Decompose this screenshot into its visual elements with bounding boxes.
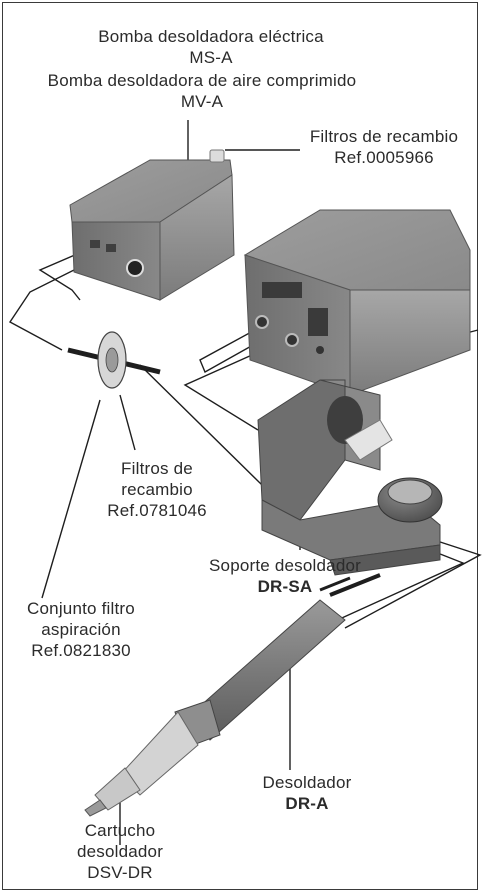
label-stand: Soporte desoldador DR-SA: [172, 555, 398, 597]
label-cartridge-line2: desoldador: [76, 842, 164, 861]
desoldering-stand: [257, 379, 443, 576]
desoldering-pump-unit: [69, 149, 235, 301]
label-filter-set: Conjunto filtro aspiración Ref.0821830: [6, 598, 156, 661]
label-filter-set-line1: Conjunto filtro: [27, 599, 135, 618]
label-desoldering-iron-model: DR-A: [285, 794, 329, 813]
label-cartridge: Cartucho desoldador DSV-DR: [58, 820, 182, 883]
control-station-unit: [243, 209, 471, 396]
label-air-pump-name: Bomba desoldadora de aire comprimido: [47, 71, 357, 90]
label-desoldering-iron: Desoldador DR-A: [242, 772, 372, 814]
label-filter-set-ref: Ref.0821830: [31, 641, 131, 660]
label-filter-set-line2: aspiración: [41, 620, 121, 639]
label-inline-filters-line2: recambio: [121, 480, 193, 499]
label-electric-pump-name: Bomba desoldadora eléctrica: [98, 27, 324, 46]
label-inline-filters-line1: Filtros de: [121, 459, 193, 478]
label-inline-filters: Filtros de recambio Ref.0781046: [92, 458, 222, 521]
label-electric-pump: Bomba desoldadora eléctrica MS-A: [60, 26, 362, 68]
label-pump-filters-ref: Ref.0005966: [334, 148, 434, 167]
label-desoldering-iron-name: Desoldador: [262, 773, 352, 792]
label-electric-pump-model: MS-A: [189, 48, 233, 67]
label-inline-filters-ref: Ref.0781046: [107, 501, 207, 520]
label-pump-filters-name: Filtros de recambio: [309, 127, 459, 146]
label-air-pump: Bomba desoldadora de aire comprimido MV-…: [8, 70, 396, 112]
inline-filter: [67, 331, 161, 389]
label-cartridge-line1: Cartucho: [84, 821, 156, 840]
label-pump-filters: Filtros de recambio Ref.0005966: [294, 126, 474, 168]
desoldering-iron: [84, 573, 381, 817]
label-stand-name: Soporte desoldador: [209, 556, 361, 575]
label-cartridge-line3: DSV-DR: [87, 863, 153, 882]
label-stand-model: DR-SA: [257, 577, 313, 596]
label-air-pump-model: MV-A: [180, 92, 224, 111]
